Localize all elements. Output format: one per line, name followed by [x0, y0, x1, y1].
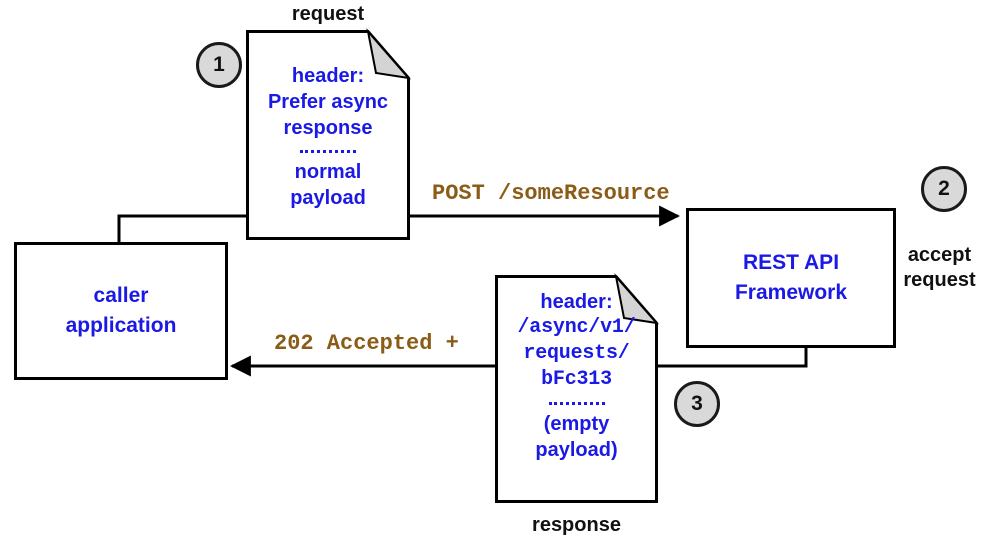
caption-request: request: [291, 3, 365, 25]
document-response-separator: [548, 402, 605, 405]
node-rest-api-framework-label: REST API Framework: [734, 251, 848, 304]
folded-corner-icon: [614, 273, 660, 325]
document-request-separator: [300, 150, 356, 153]
document-request-header-label: header:: [291, 65, 365, 87]
document-response[interactable]: header: /async/v1/ requests/ bFc313 (emp…: [495, 273, 660, 503]
document-response-header-label: header:: [540, 291, 613, 313]
document-request[interactable]: header: Prefer async response normal pay…: [246, 28, 412, 240]
document-response-header-value-1: requests/: [523, 342, 630, 365]
step-badge-1[interactable]: 1: [196, 42, 242, 88]
node-caller-application-label: caller application: [65, 284, 177, 337]
caption-response: response: [532, 514, 621, 536]
document-request-header-value-1: response: [283, 117, 373, 139]
step-badge-2[interactable]: 2: [921, 166, 967, 212]
step-badge-3[interactable]: 3: [674, 381, 720, 427]
badge-2-note: accept request: [903, 244, 976, 291]
document-response-payload-1: payload): [535, 439, 618, 461]
document-request-shape: [246, 28, 412, 240]
response-connector: [229, 348, 808, 377]
node-rest-api-framework[interactable]: REST API Framework: [686, 208, 896, 348]
document-response-header-value-2: bFc313: [541, 368, 612, 391]
document-response-shape: [495, 273, 660, 503]
document-request-payload-0: normal: [294, 161, 362, 183]
folded-corner-icon: [366, 28, 412, 80]
document-request-header-value-0: Prefer async: [267, 91, 389, 113]
document-request-payload-1: payload: [290, 187, 366, 209]
edge-label-request: POST /someResource: [432, 181, 670, 206]
document-response-content: header: /async/v1/ requests/ bFc313 (emp…: [495, 275, 658, 503]
node-caller-application[interactable]: caller application: [14, 242, 228, 380]
document-response-header-value-0: /async/v1/: [517, 316, 636, 339]
document-response-payload-0: (empty: [543, 413, 610, 435]
edge-label-response: 202 Accepted +: [274, 331, 459, 356]
request-connector: [117, 205, 681, 243]
document-request-content: header: Prefer async response normal pay…: [246, 30, 410, 240]
